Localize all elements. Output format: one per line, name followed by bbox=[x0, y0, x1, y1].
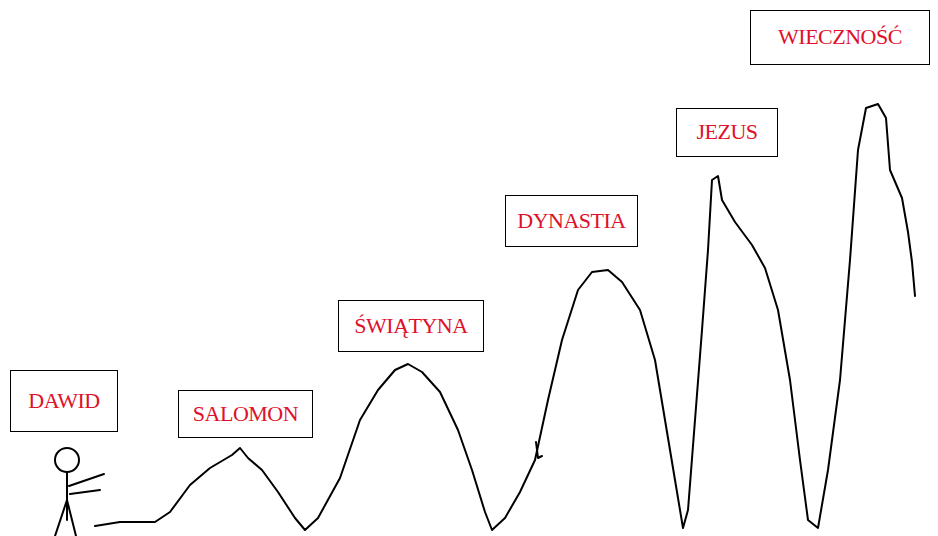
box-label: ŚWIĄTYNA bbox=[339, 315, 483, 337]
box-label: JEZUS bbox=[677, 121, 777, 143]
label-box: DYNASTIA bbox=[505, 195, 638, 247]
ridge-tick bbox=[536, 442, 542, 458]
box-label: DYNASTIA bbox=[506, 210, 637, 232]
mountain-ridge bbox=[95, 104, 915, 530]
label-box: WIECZNOŚĆ bbox=[750, 10, 930, 65]
box-label: SALOMON bbox=[179, 403, 312, 425]
label-box: JEZUS bbox=[676, 108, 778, 157]
stick-figure-body bbox=[55, 472, 104, 536]
label-box: DAWID bbox=[10, 370, 118, 432]
label-box: ŚWIĄTYNA bbox=[338, 300, 484, 352]
label-box: SALOMON bbox=[178, 390, 313, 438]
box-label: DAWID bbox=[11, 390, 117, 412]
stick-figure-head bbox=[55, 448, 79, 472]
box-label: WIECZNOŚĆ bbox=[751, 26, 929, 48]
